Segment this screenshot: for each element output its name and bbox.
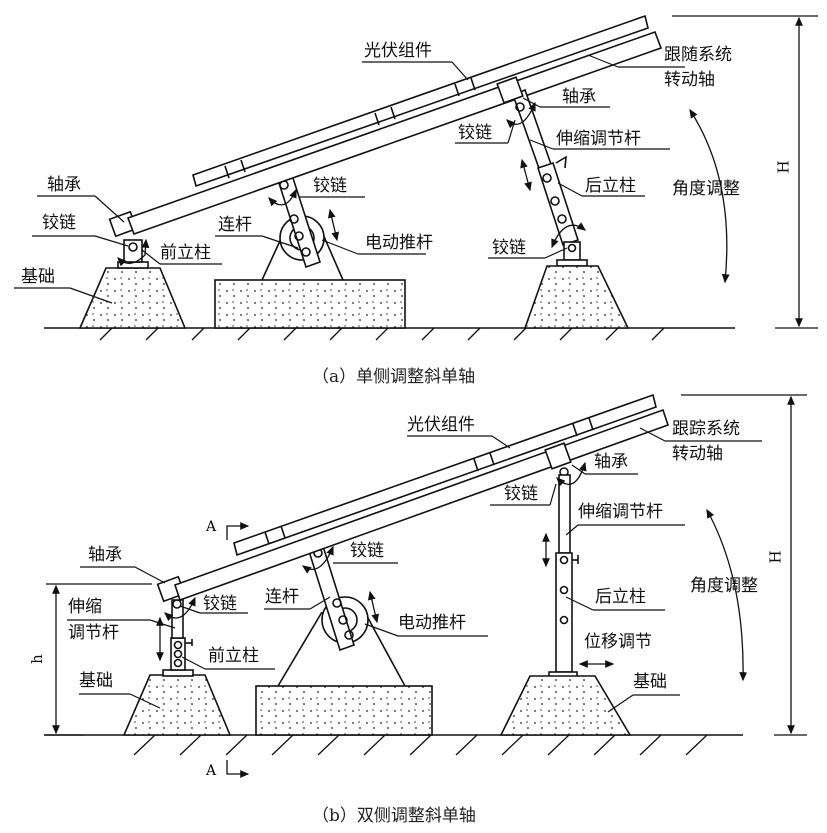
caption-b: （b）双侧调整斜单轴	[312, 806, 476, 826]
label-mid-hinge: 铰链	[313, 176, 347, 196]
rotation-axis	[126, 30, 663, 236]
label-tracker-axis-line1: 跟踪系统	[672, 419, 740, 439]
label-foundation: 基础	[21, 267, 55, 287]
rear-telescopic-rod	[558, 474, 571, 554]
panel-b	[44, 393, 807, 778]
label-tracker-axis-line2: 转动轴	[672, 444, 723, 464]
label-link-rod: 连杆	[265, 587, 299, 607]
label-tracker-axis-line1: 跟随系统	[664, 45, 732, 65]
label-angle-adjust: 角度调整	[690, 576, 758, 596]
label-rear-foundation: 基础	[633, 672, 667, 692]
panel-a	[14, 14, 818, 341]
label-front-telescopic-line1: 伸缩	[68, 597, 102, 617]
label-front-bearing: 轴承	[88, 545, 122, 565]
label-displacement-adjust: 位移调节	[584, 632, 652, 652]
label-pv-module: 光伏组件	[364, 41, 432, 61]
pv-module	[192, 14, 649, 188]
label-front-hinge: 铰链	[42, 213, 76, 233]
label-rear-telescopic-rod: 伸缩调节杆	[578, 502, 663, 522]
rear-foundation	[499, 675, 632, 736]
pv-module	[233, 393, 657, 557]
front-foundation	[122, 674, 232, 736]
label-section-A-top: A	[206, 519, 217, 535]
label-front-hinge: 铰链	[203, 594, 237, 614]
label-section-A-bottom: A	[206, 763, 217, 779]
label-rear-post: 后立柱	[585, 176, 636, 196]
angle-arc-a	[689, 108, 730, 284]
rotation-axis	[173, 408, 670, 602]
label-front-post: 前立柱	[160, 243, 211, 263]
label-telescopic-rod: 伸缩调节杆	[556, 129, 641, 149]
ground-hatch	[99, 327, 665, 341]
label-front-bearing: 轴承	[47, 175, 81, 195]
label-rear-hinge: 铰链	[504, 484, 538, 504]
label-rear-bearing: 轴承	[562, 87, 596, 107]
label-front-post: 前立柱	[208, 646, 259, 666]
caption-a: （a）单侧调整斜单轴	[312, 367, 476, 387]
label-angle-adjust: 角度调整	[672, 179, 740, 199]
rear-foundation	[523, 265, 630, 329]
mid-foundation	[214, 279, 406, 329]
label-front-foundation: 基础	[79, 671, 113, 691]
label-tracker-axis-line2: 转动轴	[664, 70, 715, 90]
label-dimension-H: H	[766, 550, 785, 564]
ground-hatch	[133, 734, 708, 756]
label-rear-bearing: 轴承	[594, 452, 628, 472]
label-electric-actuator: 电动推杆	[398, 613, 466, 633]
rear-bearing	[496, 76, 524, 104]
front-post	[170, 637, 186, 671]
angle-arc-b	[706, 508, 748, 682]
label-dimension-H: H	[774, 160, 793, 174]
label-rear-hinge-bottom: 铰链	[492, 238, 526, 258]
label-front-telescopic-line2: 调节杆	[68, 623, 119, 643]
label-rear-post: 后立柱	[595, 587, 646, 607]
label-mid-hinge: 铰链	[350, 541, 384, 561]
front-foundation	[78, 267, 187, 329]
label-rear-hinge-top: 铰链	[458, 123, 492, 143]
label-electric-actuator: 电动推杆	[365, 233, 433, 253]
label-pv-module: 光伏组件	[407, 415, 475, 435]
label-link-rod: 连杆	[218, 215, 252, 235]
rear-post	[555, 552, 573, 673]
mid-foundation	[255, 685, 433, 736]
label-dimension-h: h	[27, 654, 46, 664]
